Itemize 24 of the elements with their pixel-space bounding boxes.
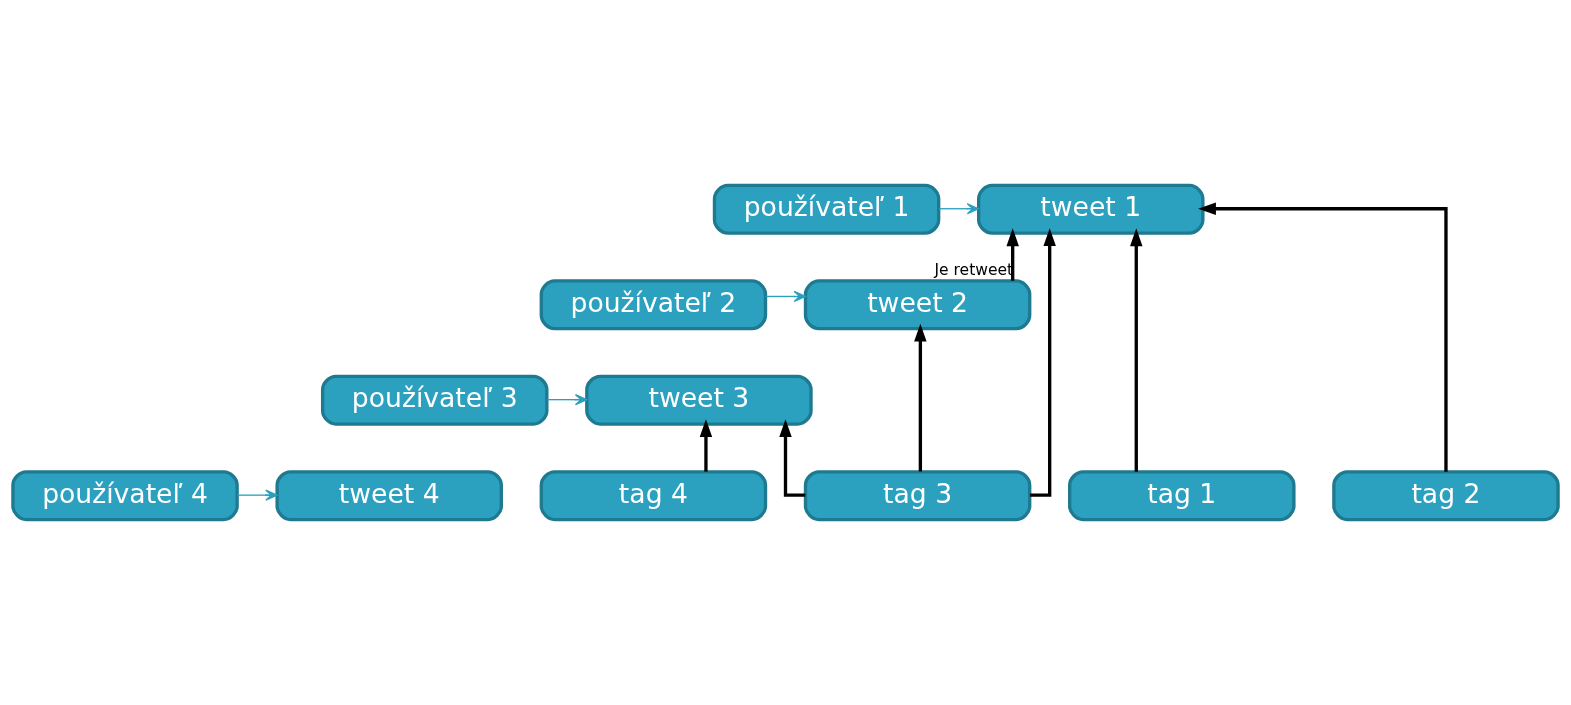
- arrow: [236, 489, 278, 501]
- node-box: tweet 3: [585, 374, 813, 426]
- arrow: [1006, 228, 1019, 281]
- arrow: [765, 290, 806, 303]
- arrow: [1029, 228, 1056, 497]
- node-box: používateľ 3: [320, 374, 549, 426]
- edge-label: Je retweet: [934, 261, 1014, 280]
- node-box: tag 3: [803, 470, 1032, 522]
- arrow: [938, 203, 980, 215]
- node-box: tag 4: [539, 470, 768, 522]
- node-box: tag 2: [1332, 470, 1560, 522]
- arrow: [1198, 202, 1448, 472]
- arrow: [546, 394, 588, 406]
- arrow: [914, 323, 927, 472]
- node-box: tweet 2: [803, 279, 1032, 331]
- node-box: tweet 1: [977, 183, 1205, 235]
- node-box: používateľ 1: [712, 183, 941, 235]
- arrow: [779, 419, 806, 497]
- node-box: používateľ 4: [11, 470, 239, 522]
- arrow: [1130, 228, 1143, 472]
- node-box: tweet 4: [275, 470, 503, 522]
- node-box: používateľ 2: [539, 279, 768, 331]
- node-box: tag 1: [1068, 470, 1296, 522]
- arrow: [699, 419, 713, 472]
